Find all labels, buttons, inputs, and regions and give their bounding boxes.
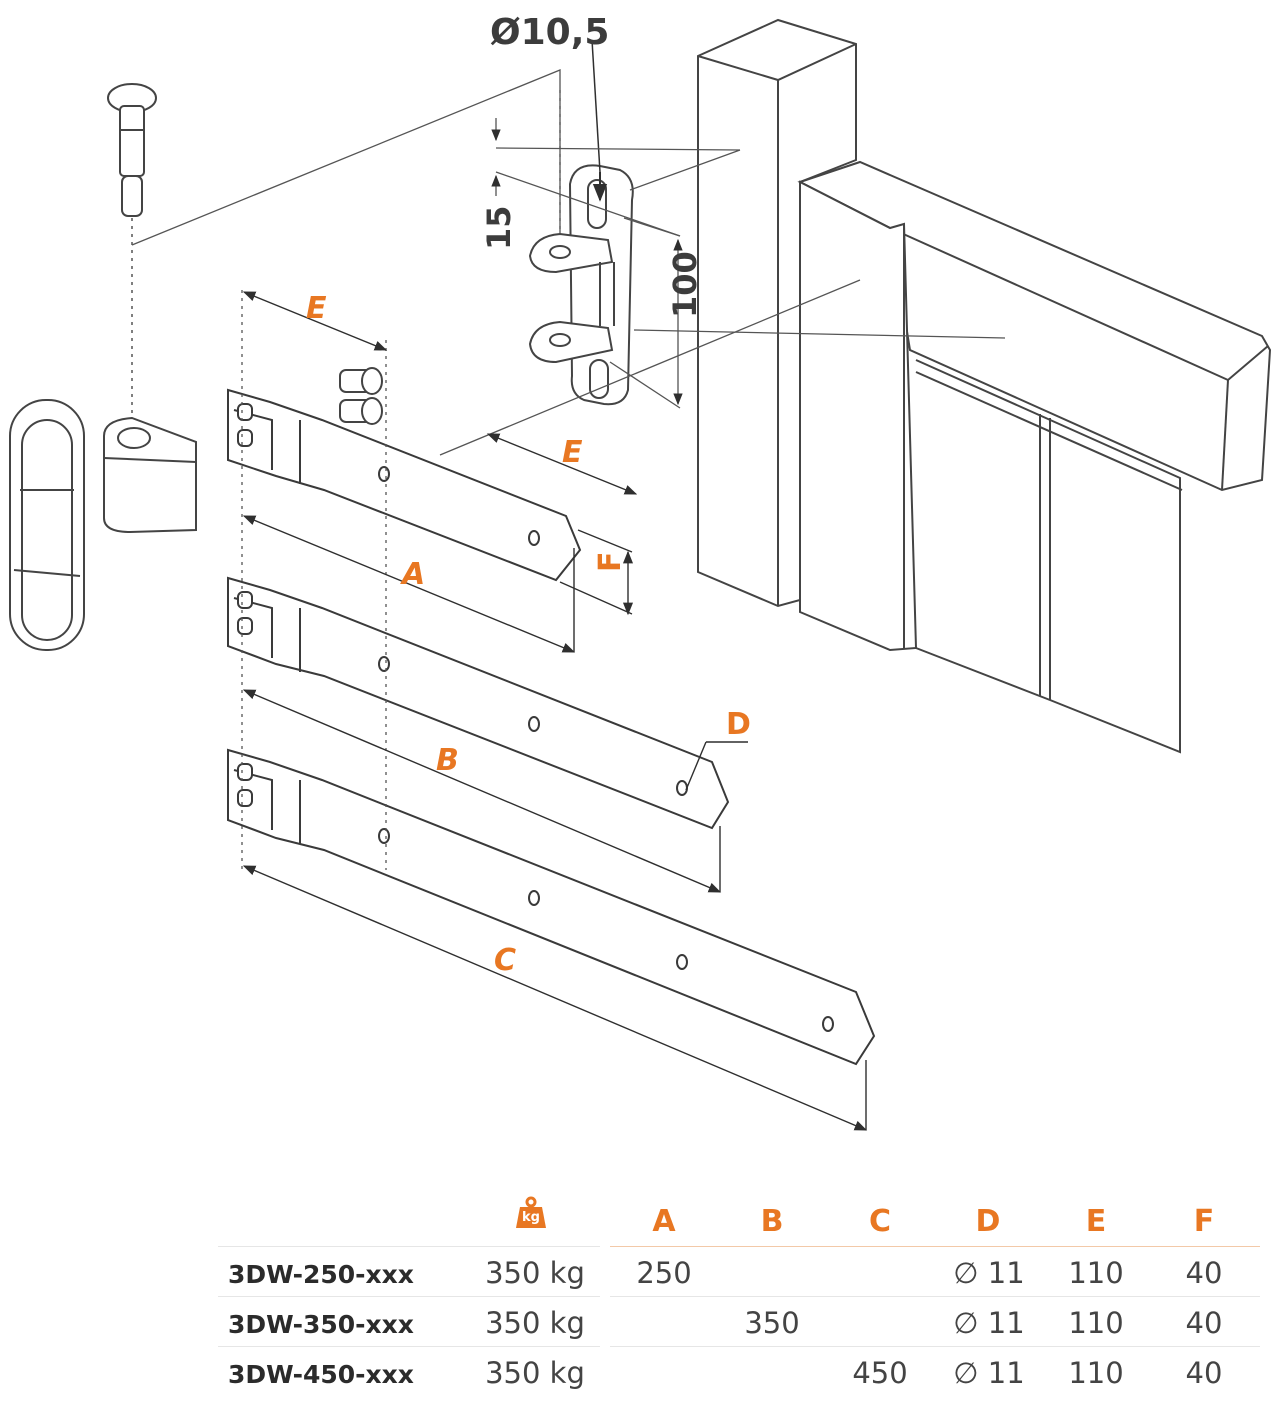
- dim-a-label: A: [400, 557, 425, 592]
- row-rule: [218, 1346, 600, 1347]
- gate-frame: [797, 160, 1272, 754]
- table-row: 3DW-250-xxx 350 kg 250 ∅ 11 110 40: [0, 1248, 1280, 1298]
- value-c: 450: [852, 1356, 908, 1390]
- dim-b-label: B: [436, 743, 459, 778]
- col-header-c: C: [868, 1204, 892, 1239]
- dim-15-label: 15: [480, 205, 518, 250]
- dim-diameter-label: Ø10,5: [490, 12, 609, 53]
- dim-e-mid-label: E: [562, 435, 583, 470]
- model-name: 3DW-250-xxx: [228, 1260, 414, 1289]
- value-f: 40: [1185, 1256, 1223, 1290]
- bolt-screws: [339, 367, 383, 425]
- table-row: 3DW-450-xxx 350 kg 450 ∅ 11 110 40: [0, 1348, 1280, 1398]
- weight-kg-icon: kg: [514, 1196, 548, 1230]
- col-header-a: A: [652, 1204, 676, 1239]
- strap-hinge-c: [227, 748, 876, 1066]
- dim-f-label: F: [593, 552, 628, 573]
- weight-icon-text: kg: [522, 1210, 540, 1225]
- dim-e-top-label: E: [306, 291, 327, 326]
- value-e: 110: [1068, 1256, 1124, 1290]
- value-f: 40: [1185, 1306, 1223, 1340]
- value-d: ∅ 11: [953, 1256, 1025, 1290]
- col-header-e: E: [1085, 1204, 1107, 1239]
- header-rule-left: [218, 1246, 600, 1247]
- col-header-d: D: [975, 1204, 1001, 1239]
- load-value: 350 kg: [485, 1306, 585, 1340]
- value-e: 110: [1068, 1356, 1124, 1390]
- value-a: 250: [636, 1256, 692, 1290]
- row-rule: [610, 1296, 1260, 1297]
- col-header-b: B: [760, 1204, 784, 1239]
- hinge-technical-drawing: Ø10,5 15 100 E E A B C D F: [9, 12, 1272, 1131]
- value-d: ∅ 11: [953, 1356, 1025, 1390]
- table-row: 3DW-350-xxx 350 kg 350 ∅ 11 110 40: [0, 1298, 1280, 1348]
- load-value: 350 kg: [485, 1356, 585, 1390]
- value-e: 110: [1068, 1306, 1124, 1340]
- col-header-f: F: [1193, 1204, 1215, 1239]
- value-f: 40: [1185, 1356, 1223, 1390]
- dim-100-label: 100: [666, 251, 704, 318]
- value-b: 350: [744, 1306, 800, 1340]
- spec-table: kg A B C D E F 3DW-250-xxx 350 kg 250 ∅ …: [0, 1190, 1280, 1408]
- row-rule: [610, 1346, 1260, 1347]
- row-rule: [218, 1296, 600, 1297]
- header-rule-right: [610, 1246, 1260, 1247]
- wall-bracket: [528, 164, 634, 406]
- load-value: 350 kg: [485, 1256, 585, 1290]
- hinge-knuckle: [103, 416, 197, 534]
- value-d: ∅ 11: [953, 1306, 1025, 1340]
- model-name: 3DW-450-xxx: [228, 1360, 414, 1389]
- dim-c-label: C: [494, 943, 516, 978]
- hinge-cover-cap: [9, 399, 85, 651]
- hinge-pin: [107, 83, 157, 217]
- model-name: 3DW-350-xxx: [228, 1310, 414, 1339]
- dim-d-label: D: [726, 707, 751, 742]
